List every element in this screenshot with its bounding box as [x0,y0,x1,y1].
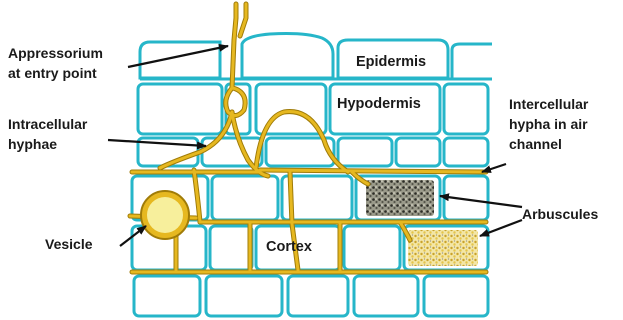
cortex-cell [354,276,418,316]
intercellular-label-line2: hypha in air [509,116,588,132]
epidermis-layer [140,34,492,79]
epidermis-cell [140,42,220,78]
epidermis-label: Epidermis [356,54,426,70]
hypodermis-cell [202,138,262,166]
intracellular-label-line2: hyphae [8,136,57,152]
cortex-cell [210,226,252,270]
cortex-layer-lower [134,276,488,316]
arbuscules-label: Arbuscules [522,206,598,222]
cortex-label: Cortex [266,239,312,255]
cortex-cell [212,176,278,220]
hypodermis-cell [444,84,488,134]
arbuscule-light [408,230,478,266]
vesicle-inner [147,197,183,233]
appressorium-label-line1: Appressorium [8,45,103,61]
intracellular-label-line1: Intracellular [8,116,88,132]
intercellular-label-line3: channel [509,136,562,152]
cortex-cell [134,276,200,316]
hypodermis-cell [338,138,392,166]
hypodermis-label: Hypodermis [337,96,421,112]
intercellular-label-line1: Intercellular [509,96,589,112]
appressorium-label-line2: at entry point [8,65,97,81]
epidermis-cell [242,34,333,79]
cortex-cell [288,276,348,316]
hypodermis-cell [444,138,488,166]
hypodermis-cell [138,84,222,134]
cortex-cell [424,276,488,316]
arbuscule-dark [366,180,434,216]
cortex-cell [344,226,400,270]
cortex-cell [206,276,282,316]
hypodermis-cell [396,138,440,166]
vesicle-label: Vesicle [45,236,93,252]
epidermis-cell [452,44,492,78]
